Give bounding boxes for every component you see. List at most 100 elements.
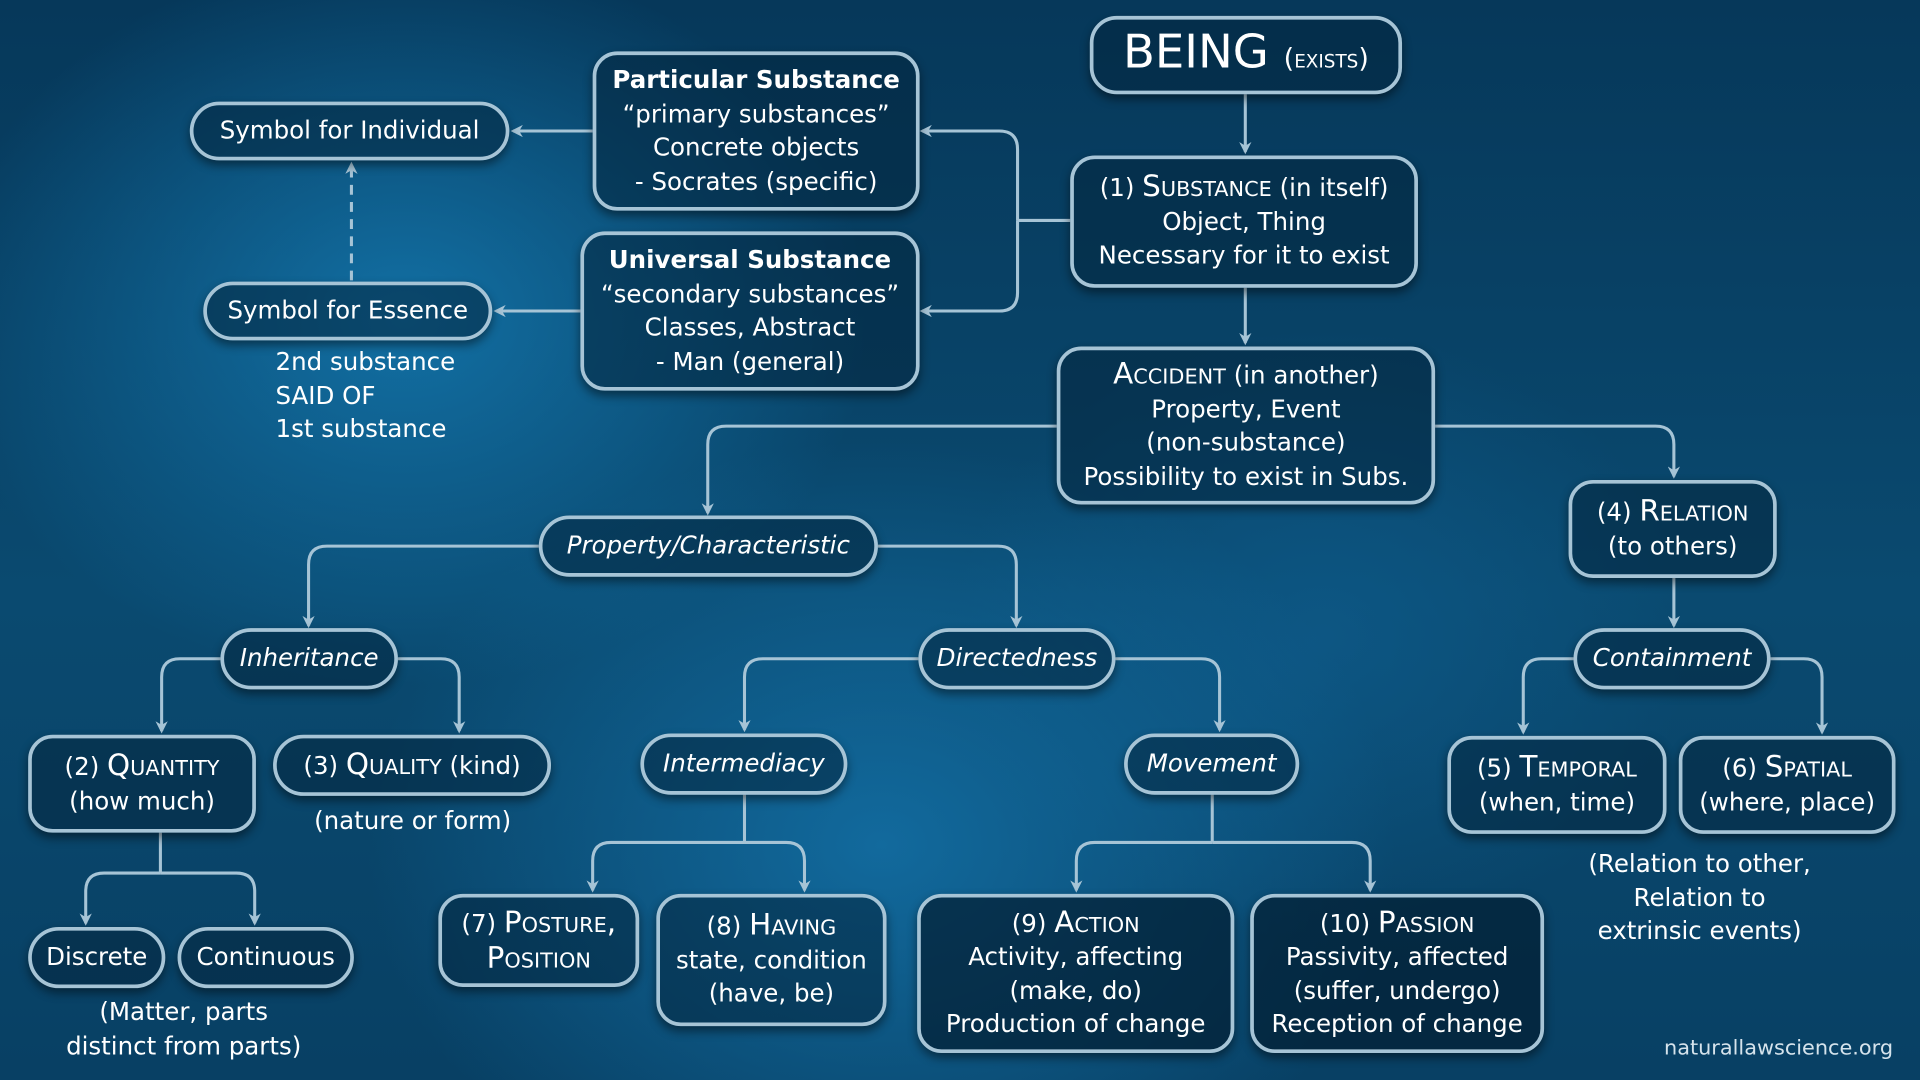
having-line: state, condition [675,945,867,975]
note-line: SAID OF [275,380,376,410]
relation-note: (Relation to other, Relation to extrinsi… [1565,847,1834,948]
position-term: Position [486,939,591,975]
symbol-essence-node: Symbol for Essence [203,281,493,341]
note-line: extrinsic events) [1597,915,1802,946]
substance-line: Necessary for it to exist [1098,240,1390,270]
arrow-accident-property [701,424,1057,516]
arrow-movement-action [1070,840,1213,893]
passion-node: (10) Passion Passivity, affected (suffer… [1250,893,1545,1054]
substance-node: (1) Substance (in itself) Object, Thing … [1070,155,1418,288]
arrow-to-particular [919,124,1020,221]
quality-note: (nature or form) [290,804,535,838]
note-line: (Matter, parts [99,996,268,1027]
spatial-node: (6) Spatial (where, place) [1678,735,1896,834]
inheritance-label: Inheritance [239,643,379,673]
movement-node: Movement [1124,733,1300,795]
continuous-label: Continuous [196,941,335,972]
note-line: Relation to [1633,882,1766,912]
quality-note-text: (nature or form) [314,805,512,836]
discrete-label: Discrete [46,941,148,972]
note-line: 1st substance [275,413,447,444]
arrow-containment-temporal [1517,657,1574,735]
arrow-quantity-discrete [79,871,161,926]
action-node: (9) Action Activity, affecting (make, do… [917,893,1235,1054]
posture-term: Posture, [503,904,617,940]
containment-node: Containment [1573,628,1771,690]
universal-line: - Man (general) [655,345,845,376]
being-sub: (exists) [1283,43,1369,75]
being-node: BEING (exists) [1089,15,1403,95]
arrow-property-inheritance [302,544,539,629]
spatial-number: (6) [1722,753,1757,783]
arrow-directedness-movement [1115,657,1226,733]
posture-node: (7) Posture, Position [438,893,640,987]
substance-line: Object, Thing [1162,206,1326,237]
relation-line: (to others) [1607,530,1738,561]
passion-line: Reception of change [1271,1008,1523,1039]
quantity-line: (how much) [69,785,215,815]
universal-line: Classes, Abstract [644,312,856,342]
accident-qualifier: (in another) [1233,360,1379,390]
arrow-containment-spatial [1770,657,1829,735]
inheritance-node: Inheritance [220,628,398,690]
symbol-essence-label: Symbol for Essence [227,295,469,325]
directedness-label: Directedness [936,643,1098,673]
arrow-to-universal [919,220,1020,318]
property-label: Property/Characteristic [566,530,850,560]
symbol-individual-label: Symbol for Individual [219,115,480,145]
arrow-movement-passion [1212,840,1377,893]
essence-note: 2nd substance SAID OF 1st substance [276,345,456,446]
property-node: Property/Characteristic [538,515,878,577]
substance-number: (1) [1099,172,1135,203]
substance-qualifier: (in itself) [1279,172,1389,203]
passion-term: Passion [1377,904,1475,939]
footer-url: naturallawscience.org [1664,1035,1894,1061]
movement-label: Movement [1146,748,1277,778]
arrow-quantity-continuous [160,871,261,926]
having-node: (8) Having state, condition (have, be) [656,893,887,1027]
posture-number: (7) [461,908,497,938]
temporal-line: (when, time) [1478,786,1636,817]
particular-substance-node: Particular Substance “primary substances… [592,51,920,211]
temporal-term: Temporal [1519,749,1637,784]
note-line: distinct from parts) [66,1030,302,1060]
quality-node: (3) Quality (kind) [273,734,552,796]
accident-line: (non-substance) [1146,427,1346,457]
relation-number: (4) [1596,497,1632,527]
quality-term: Quality [345,746,442,781]
arrow-intermediacy-having [744,840,811,893]
action-number: (9) [1011,907,1047,938]
arrow-accident-relation [1435,424,1681,479]
quantity-node: (2) Quantity (how much) [28,734,256,833]
having-term: Having [749,907,837,942]
having-number: (8) [706,911,742,941]
action-term: Action [1054,904,1140,939]
particular-line: “primary substances” [622,98,890,128]
arrow-directedness-intermediacy [738,657,919,733]
intermediacy-label: Intermediacy [663,748,825,778]
arrow-property-directedness [877,544,1023,629]
spatial-line: (where, place) [1699,786,1876,817]
universal-line: “secondary substances” [600,278,900,308]
arrow-intermediacy-posture [586,840,745,893]
relation-node: (4) Relation (to others) [1568,480,1777,578]
directedness-node: Directedness [918,628,1116,690]
quality-number: (3) [303,750,339,780]
having-line: (have, be) [708,978,835,1009]
action-line: Production of change [945,1008,1206,1039]
substance-term: Substance [1142,169,1272,204]
temporal-node: (5) Temporal (when, time) [1447,735,1667,834]
accident-line: Property, Event [1151,393,1341,424]
universal-title: Universal Substance [608,244,892,275]
passion-number: (10) [1319,907,1371,938]
symbol-individual-node: Symbol for Individual [189,101,510,161]
accident-node: Accident (in another) Property, Event (n… [1056,346,1436,505]
continuous-node: Continuous [177,926,354,989]
universal-substance-node: Universal Substance “secondary substance… [580,231,920,391]
note-line: (Relation to other, [1588,848,1811,878]
accident-term: Accident [1113,356,1226,391]
containment-label: Containment [1592,643,1752,673]
arrow-inheritance-quantity [155,657,221,734]
